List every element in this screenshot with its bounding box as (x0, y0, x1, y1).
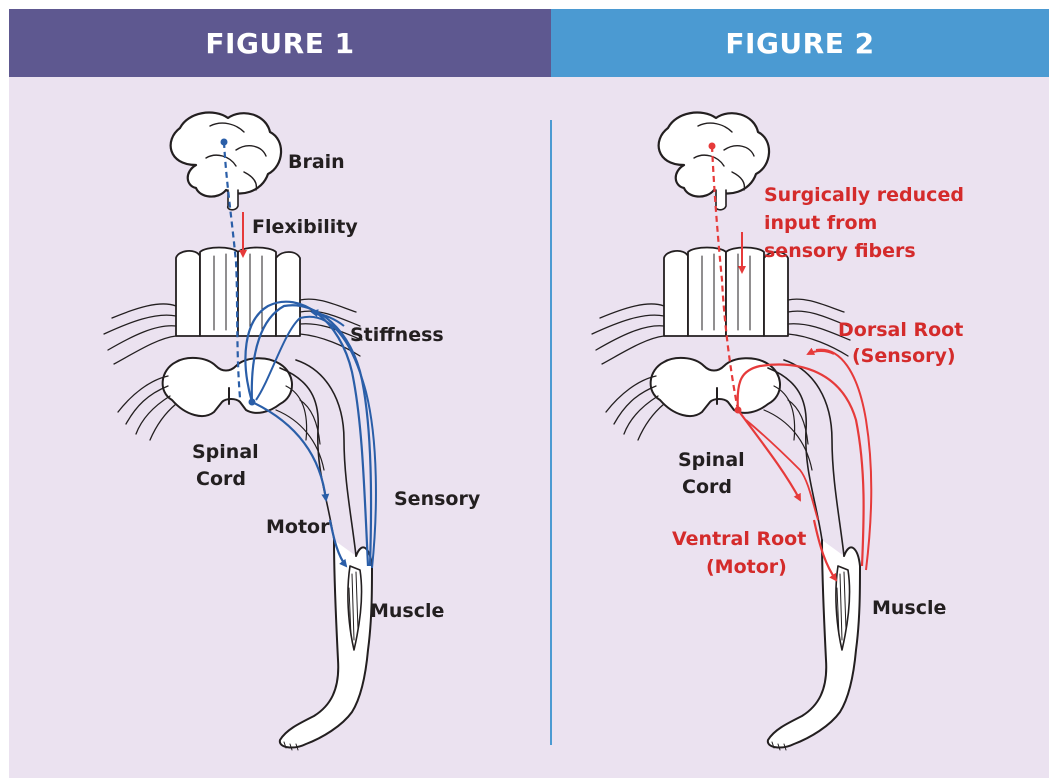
figure2-label-surgical-1: Surgically reduced (764, 184, 964, 206)
figure1-label-spinal: Spinal (192, 441, 259, 463)
figure1-label-stiffness: Stiffness (350, 324, 444, 346)
figure1-cord-dot (249, 399, 256, 406)
figure2-label-ventral-1: Ventral Root (672, 528, 806, 550)
figure1-label-sensory: Sensory (394, 488, 481, 510)
figure1-brain-dot (221, 139, 228, 146)
figure2-label-spinal: Spinal (678, 449, 745, 471)
figure1-anatomy (104, 113, 372, 750)
figure1-label-flexibility: Flexibility (252, 216, 358, 238)
figure2-motor-path (738, 410, 800, 500)
figure2-label-cord: Cord (682, 476, 732, 498)
figure2-cord-dot (735, 407, 742, 414)
figure1-label-muscle: Muscle (370, 600, 444, 622)
figure2-label-surgical-3: sensory fibers (764, 240, 916, 262)
figure2-anatomy (592, 113, 860, 750)
figure2-label-muscle: Muscle (872, 597, 946, 619)
figure2-diagram: Surgically reduced input from sensory fi… (592, 113, 964, 750)
figure2-brain-dot (709, 143, 716, 150)
figure1-label-motor: Motor (266, 516, 330, 538)
figure1-label-brain: Brain (288, 151, 345, 173)
figure2-label-surgical-2: input from (764, 212, 877, 234)
figure2-label-dorsal-1: Dorsal Root (838, 319, 963, 341)
figure2-label-dorsal-2: (Sensory) (852, 345, 956, 367)
figure1-diagram: Brain Flexibility Stiffness Spinal Cord … (104, 113, 481, 750)
figure2-dorsal-arrow (808, 351, 834, 354)
figure1-label-cord: Cord (196, 468, 246, 490)
figure2-label-ventral-2: (Motor) (706, 556, 787, 578)
